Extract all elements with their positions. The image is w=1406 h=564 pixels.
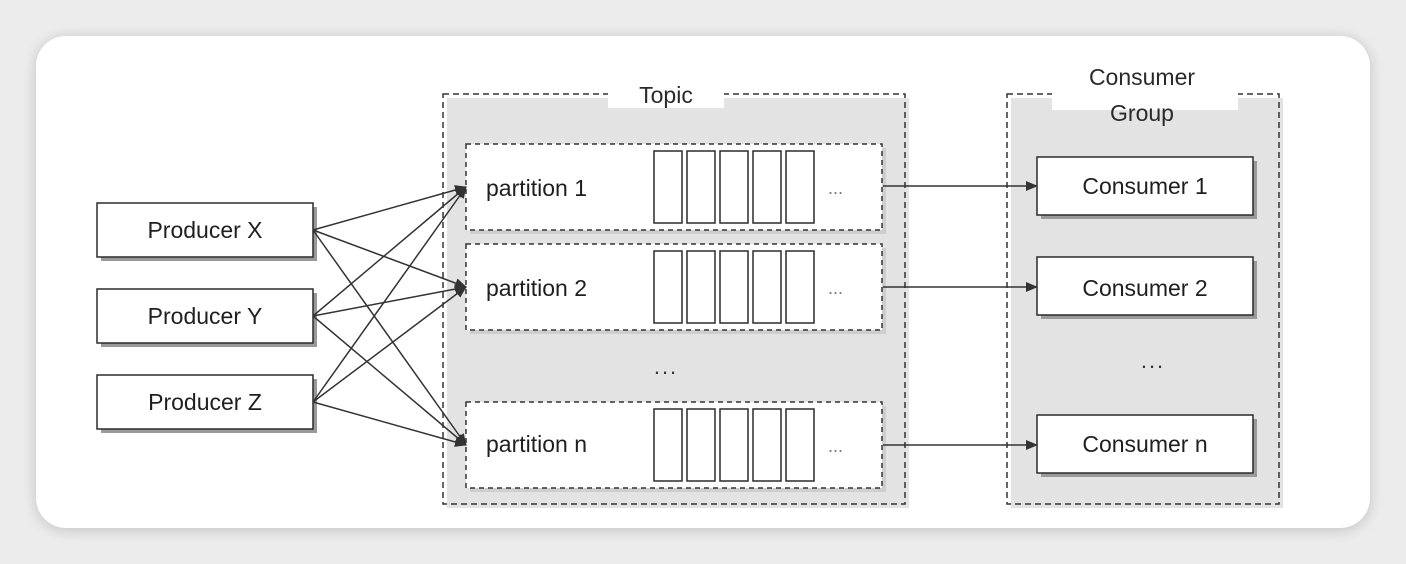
producer-label: Producer X bbox=[147, 217, 262, 243]
arrow bbox=[312, 401, 467, 447]
arrow bbox=[312, 229, 467, 288]
consumer-box: Consumer n bbox=[1036, 414, 1257, 477]
message-cell bbox=[752, 250, 782, 324]
arrow bbox=[312, 284, 467, 317]
message-cell bbox=[653, 250, 683, 324]
arrow bbox=[312, 229, 467, 446]
partition-tail-ellipsis: ... bbox=[828, 178, 843, 198]
partition-row: partition n ... bbox=[465, 401, 886, 492]
message-cell bbox=[752, 150, 782, 224]
producer-label: Producer Y bbox=[148, 303, 263, 329]
message-cell bbox=[686, 408, 716, 482]
message-cell bbox=[785, 150, 815, 224]
consumer-ellipsis: ... bbox=[1141, 348, 1165, 373]
message-cell bbox=[785, 408, 815, 482]
arrow bbox=[312, 185, 467, 231]
partition-label: partition 1 bbox=[486, 175, 587, 201]
arrow bbox=[312, 186, 467, 403]
message-cell bbox=[785, 250, 815, 324]
consumer-label: Consumer n bbox=[1082, 431, 1207, 457]
message-cell bbox=[653, 408, 683, 482]
message-cell bbox=[686, 250, 716, 324]
arrow bbox=[312, 315, 467, 446]
consumer-box: Consumer 1 bbox=[1036, 156, 1257, 219]
partition-label: partition n bbox=[486, 431, 587, 457]
partition-row: partition 1 ... bbox=[465, 143, 886, 234]
partition-row: partition 2 ... bbox=[465, 243, 886, 334]
producer-box: Producer X bbox=[96, 202, 317, 261]
partition-consumer-arrows bbox=[883, 181, 1038, 450]
message-cell bbox=[719, 250, 749, 324]
partition-tail-ellipsis: ... bbox=[828, 436, 843, 456]
consumer-label: Consumer 1 bbox=[1082, 173, 1207, 199]
consumer-label: Consumer 2 bbox=[1082, 275, 1207, 301]
producer-box: Producer Z bbox=[96, 374, 317, 433]
message-cell bbox=[719, 408, 749, 482]
consumer-box: Consumer 2 bbox=[1036, 256, 1257, 319]
partition-label: partition 2 bbox=[486, 275, 587, 301]
message-cell bbox=[653, 150, 683, 224]
consumer-group-label-line1: Consumer bbox=[1089, 64, 1195, 90]
arrow bbox=[312, 186, 467, 317]
producer-label: Producer Z bbox=[148, 389, 262, 415]
message-cell bbox=[686, 150, 716, 224]
message-cell bbox=[752, 408, 782, 482]
message-cell bbox=[719, 150, 749, 224]
partition-tail-ellipsis: ... bbox=[828, 278, 843, 298]
arrow bbox=[312, 286, 467, 403]
producer-partition-arrows bbox=[312, 185, 467, 447]
consumer-group-label-line2: Group bbox=[1110, 100, 1174, 126]
topic-label: Topic bbox=[639, 82, 693, 108]
producer-box: Producer Y bbox=[96, 288, 317, 347]
partition-ellipsis: ... bbox=[654, 354, 678, 379]
